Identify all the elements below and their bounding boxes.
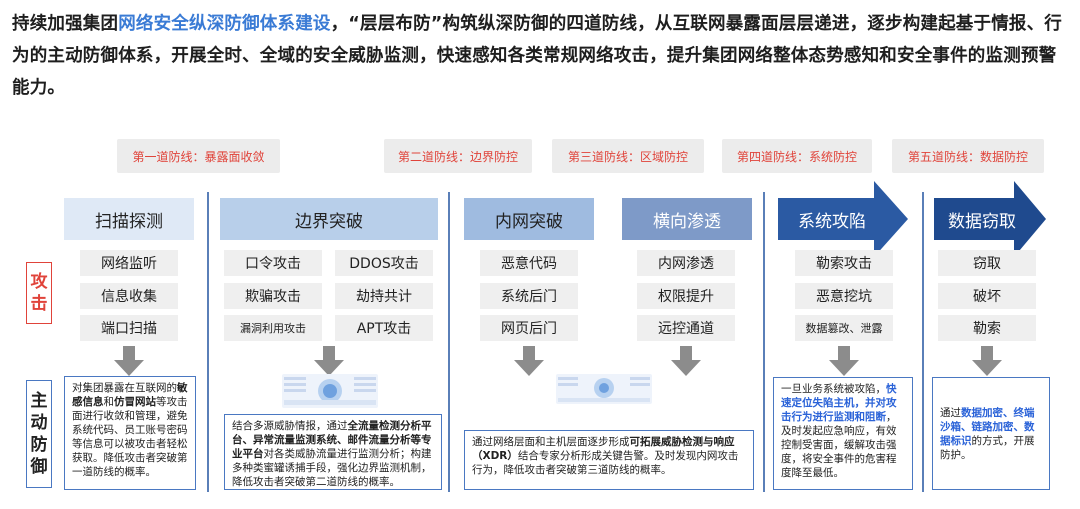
header-border: 边界突破 bbox=[220, 198, 438, 240]
item-info-collection: 信息收集 bbox=[80, 283, 178, 309]
intro-text-1: 持续加强集团 bbox=[12, 14, 119, 34]
description-box-5: 通过数据加密、终端沙箱、链路加密、数据标识的方式，开展防护。 bbox=[932, 377, 1050, 490]
item-malicious-code: 恶意代码 bbox=[480, 250, 578, 276]
arrow-down-icon bbox=[114, 346, 144, 376]
header-system-arrow: 系统攻陷 bbox=[778, 181, 908, 257]
defense-line-4: 第四道防线：系统防控 bbox=[722, 139, 872, 173]
item-remote-control: 远控通道 bbox=[637, 315, 735, 341]
arrow-down-icon bbox=[514, 346, 544, 376]
item-spoofing-attack: 欺骗攻击 bbox=[224, 283, 322, 309]
item-cryptomining: 恶意挖坑 bbox=[795, 283, 893, 309]
separator-3 bbox=[763, 192, 765, 492]
separator-4 bbox=[922, 192, 924, 492]
item-theft: 窃取 bbox=[938, 250, 1036, 276]
arrow-down-icon bbox=[671, 346, 701, 376]
defense-line-3: 第三道防线：区域防控 bbox=[552, 139, 704, 173]
item-ddos-attack: DDOS攻击 bbox=[335, 250, 433, 276]
separator-1 bbox=[207, 192, 209, 492]
intro-highlight: 网络安全纵深防御体系建设 bbox=[118, 14, 331, 34]
header-intranet: 内网突破 bbox=[464, 198, 594, 240]
item-intranet-penetration: 内网渗透 bbox=[637, 250, 735, 276]
item-system-backdoor: 系统后门 bbox=[480, 283, 578, 309]
arrow-right-icon bbox=[778, 181, 908, 257]
item-extortion: 勒索 bbox=[938, 315, 1036, 341]
item-apt-attack: APT攻击 bbox=[335, 315, 433, 341]
arrow-down-icon bbox=[972, 346, 1002, 376]
intro-text-2: ，“层层布防”构筑纵深防御的四道防线，从互联网暴露面层层递进，逐步构建起基于情报… bbox=[12, 14, 1063, 98]
description-box-3: 通过网络层面和主机层面逐步形成可拓展威胁检测与响应（XDR）结合专家分析形成关键… bbox=[464, 430, 754, 490]
defense-line-1: 第一道防线：暴露面收敛 bbox=[117, 139, 280, 173]
header-data: 数据窃取 bbox=[948, 211, 1016, 232]
arrow-right-icon bbox=[934, 181, 1046, 257]
dashboard-thumbnail bbox=[556, 374, 652, 404]
intro-paragraph: 持续加强集团网络安全纵深防御体系建设，“层层布防”构筑纵深防御的四道防线，从互联… bbox=[12, 8, 1070, 104]
description-box-2: 结合多源威胁情报，通过全流量检测分析平台、异常流量监测系统、邮件流量分析等专业平… bbox=[224, 414, 442, 490]
item-ransomware: 勒索攻击 bbox=[795, 250, 893, 276]
item-password-attack: 口令攻击 bbox=[224, 250, 322, 276]
header-data-arrow: 数据窃取 bbox=[934, 181, 1046, 257]
item-destruction: 破坏 bbox=[938, 283, 1036, 309]
side-label-active-defense: 主 动 防 御 bbox=[26, 380, 52, 488]
header-system: 系统攻陷 bbox=[798, 211, 866, 232]
description-box-1: 对集团暴露在互联网的敏感信息和仿冒网站等攻击面进行收敛和管理，避免系统代码、员工… bbox=[64, 376, 196, 490]
arrow-down-icon bbox=[829, 346, 859, 376]
item-exploit-attack: 漏洞利用攻击 bbox=[224, 315, 322, 341]
defense-line-2: 第二道防线：边界防控 bbox=[384, 139, 532, 173]
item-network-monitoring: 网络监听 bbox=[80, 250, 178, 276]
arrow-down-icon bbox=[314, 346, 344, 376]
header-lateral: 横向渗透 bbox=[622, 198, 752, 240]
item-privilege-escalation: 权限提升 bbox=[637, 283, 735, 309]
dashboard-thumbnail bbox=[282, 374, 378, 408]
description-box-4: 一旦业务系统被攻陷，快速定位失陷主机，并对攻击行为进行监测和阻断，及时发起应急响… bbox=[773, 377, 913, 490]
separator-2 bbox=[448, 192, 450, 492]
defense-line-5: 第五道防线：数据防控 bbox=[892, 139, 1044, 173]
side-label-attack: 攻 击 bbox=[26, 262, 52, 324]
item-port-scan: 端口扫描 bbox=[80, 315, 178, 341]
item-hijacking: 劫持共计 bbox=[335, 283, 433, 309]
item-web-backdoor: 网页后门 bbox=[480, 315, 578, 341]
header-scan: 扫描探测 bbox=[64, 198, 194, 240]
item-data-tamper-leak: 数据篡改、泄露 bbox=[795, 315, 893, 341]
